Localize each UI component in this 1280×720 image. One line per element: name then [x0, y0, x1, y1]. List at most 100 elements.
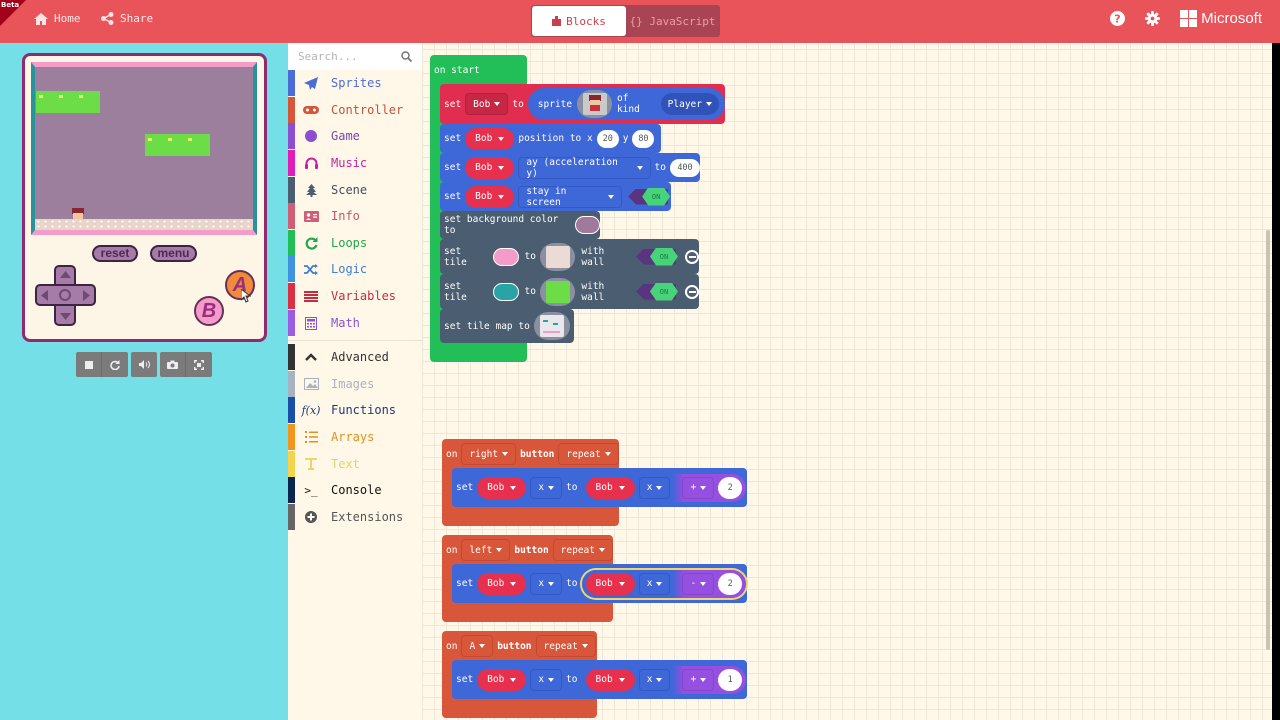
gear-icon[interactable] [1145, 11, 1161, 26]
screenshot-button[interactable] [160, 352, 186, 377]
on-off-toggle[interactable]: ON [628, 187, 671, 207]
toolbox-search[interactable]: Search... [288, 43, 422, 70]
set-background-color-block[interactable]: set background color to [440, 211, 600, 239]
blocks-tab[interactable]: Blocks [532, 6, 626, 36]
category-logic[interactable]: Logic [288, 256, 422, 282]
sprite-create-block[interactable]: sprite of kind Player [527, 88, 725, 120]
property-dropdown[interactable]: x [638, 476, 671, 499]
value-input[interactable]: 2 [718, 572, 743, 595]
set-acceleration-block[interactable]: set Bob ay (acceleration y) to 400 [440, 153, 700, 182]
property-dropdown[interactable]: x [530, 668, 563, 691]
category-variables[interactable]: Variables [288, 283, 422, 309]
change-x-block[interactable]: set Bob x to Bob x - 2 [452, 564, 747, 603]
reset-button[interactable]: reset [92, 245, 138, 262]
remove-parameter-icon[interactable] [685, 249, 700, 264]
property-dropdown[interactable]: ay (acceleration y) [518, 156, 651, 179]
operator-dropdown[interactable]: - [682, 572, 715, 595]
home-button[interactable]: Home [34, 12, 81, 25]
mute-button[interactable] [131, 352, 157, 377]
category-console[interactable]: >_ Console [288, 477, 422, 503]
category-music[interactable]: Music [288, 150, 422, 176]
category-game[interactable]: Game [288, 123, 422, 149]
arithmetic-block[interactable]: Bob x + 2 [581, 473, 747, 502]
wall-toggle[interactable]: ON [635, 282, 679, 302]
microsoft-brand[interactable]: Microsoft [1180, 10, 1262, 27]
menu-button[interactable]: menu [150, 245, 197, 262]
button-dropdown[interactable]: left [461, 539, 511, 561]
tile-color-picker[interactable] [492, 247, 519, 266]
b-button[interactable]: B [194, 296, 224, 326]
share-button[interactable]: Share [101, 12, 153, 25]
category-info[interactable]: Info [288, 203, 422, 229]
restart-button[interactable] [102, 352, 128, 377]
search-icon[interactable] [401, 51, 412, 62]
arithmetic-block-selected[interactable]: Bob x - 2 [581, 569, 747, 598]
help-icon[interactable]: ? [1110, 11, 1126, 26]
x-input[interactable]: 20 [596, 129, 619, 148]
change-x-block[interactable]: set Bob x to Bob x + 2 [452, 468, 747, 507]
property-dropdown[interactable]: x [530, 572, 563, 595]
property-dropdown[interactable]: x [638, 572, 671, 595]
remove-parameter-icon[interactable] [685, 284, 700, 299]
wall-toggle[interactable]: ON [635, 247, 679, 267]
change-x-block[interactable]: set Bob x to Bob x + 1 [452, 660, 747, 699]
value-input[interactable]: 1 [718, 668, 743, 691]
set-position-block[interactable]: set Bob position to x 20 y 80 [440, 124, 661, 153]
tile-image-picker[interactable] [540, 277, 576, 306]
category-functions[interactable]: f(x) Functions [288, 397, 422, 423]
category-arrays[interactable]: Arrays [288, 424, 422, 450]
variable-dropdown[interactable]: Bob [465, 93, 509, 115]
sprite-image-picker[interactable] [577, 90, 612, 118]
button-dropdown[interactable]: right [461, 443, 517, 465]
event-dropdown[interactable]: repeat [535, 635, 596, 657]
dpad[interactable] [35, 265, 96, 326]
operator-dropdown[interactable]: + [682, 476, 715, 499]
color-picker[interactable] [574, 216, 600, 234]
set-tile-map-block[interactable]: set tile map to [440, 309, 574, 343]
event-dropdown[interactable]: repeat [558, 443, 619, 465]
tile-image-picker[interactable] [540, 242, 576, 271]
workspace-scrollbar[interactable] [1266, 230, 1270, 650]
fullscreen-button[interactable] [186, 352, 212, 377]
variable-dropdown[interactable]: Bob [585, 476, 635, 499]
category-scene[interactable]: Scene [288, 177, 422, 203]
arithmetic-block[interactable]: Bob x + 1 [581, 665, 747, 694]
stop-button[interactable] [76, 352, 102, 377]
category-loops[interactable]: Loops [288, 230, 422, 256]
javascript-tab[interactable]: {} JavaScript [626, 6, 719, 36]
category-sprites[interactable]: Sprites [288, 70, 422, 96]
category-text[interactable]: Text [288, 451, 422, 477]
variable-dropdown[interactable]: Bob [585, 668, 635, 691]
variable-dropdown[interactable]: Bob [465, 185, 515, 208]
category-math[interactable]: Math [288, 310, 422, 336]
category-controller[interactable]: Controller [288, 97, 422, 123]
game-screen[interactable] [31, 62, 257, 235]
search-input[interactable]: Search... [298, 50, 358, 63]
variable-dropdown[interactable]: Bob [465, 127, 515, 150]
category-images[interactable]: Images [288, 371, 422, 397]
variable-dropdown[interactable]: Bob [585, 572, 635, 595]
variable-dropdown[interactable]: Bob [465, 156, 515, 179]
tile-color-picker[interactable] [492, 282, 519, 301]
kind-dropdown[interactable]: Player [660, 93, 719, 115]
operator-dropdown[interactable]: + [682, 668, 715, 691]
variable-dropdown[interactable]: Bob [477, 668, 527, 691]
value-input[interactable]: 400 [670, 158, 700, 177]
category-extensions[interactable]: Extensions [288, 504, 422, 530]
button-dropdown[interactable]: A [461, 635, 494, 657]
set-sprite-block[interactable]: set Bob to sprite of kind Player [440, 84, 725, 124]
value-input[interactable]: 2 [718, 476, 743, 499]
variable-dropdown[interactable]: Bob [477, 572, 527, 595]
tile-map-picker[interactable] [533, 312, 570, 340]
event-dropdown[interactable]: repeat [552, 539, 613, 561]
flag-dropdown[interactable]: stay in screen [518, 185, 623, 208]
property-dropdown[interactable]: x [638, 668, 671, 691]
y-input[interactable]: 80 [632, 129, 655, 148]
property-dropdown[interactable]: x [530, 476, 563, 499]
set-tile-block[interactable]: set tile to with wall ON [440, 239, 700, 274]
a-button[interactable]: A [225, 270, 255, 300]
variable-dropdown[interactable]: Bob [477, 476, 527, 499]
category-advanced[interactable]: Advanced [288, 344, 422, 370]
set-tile-block[interactable]: set tile to with wall ON [440, 274, 700, 309]
set-flag-block[interactable]: set Bob stay in screen ON [440, 182, 671, 211]
